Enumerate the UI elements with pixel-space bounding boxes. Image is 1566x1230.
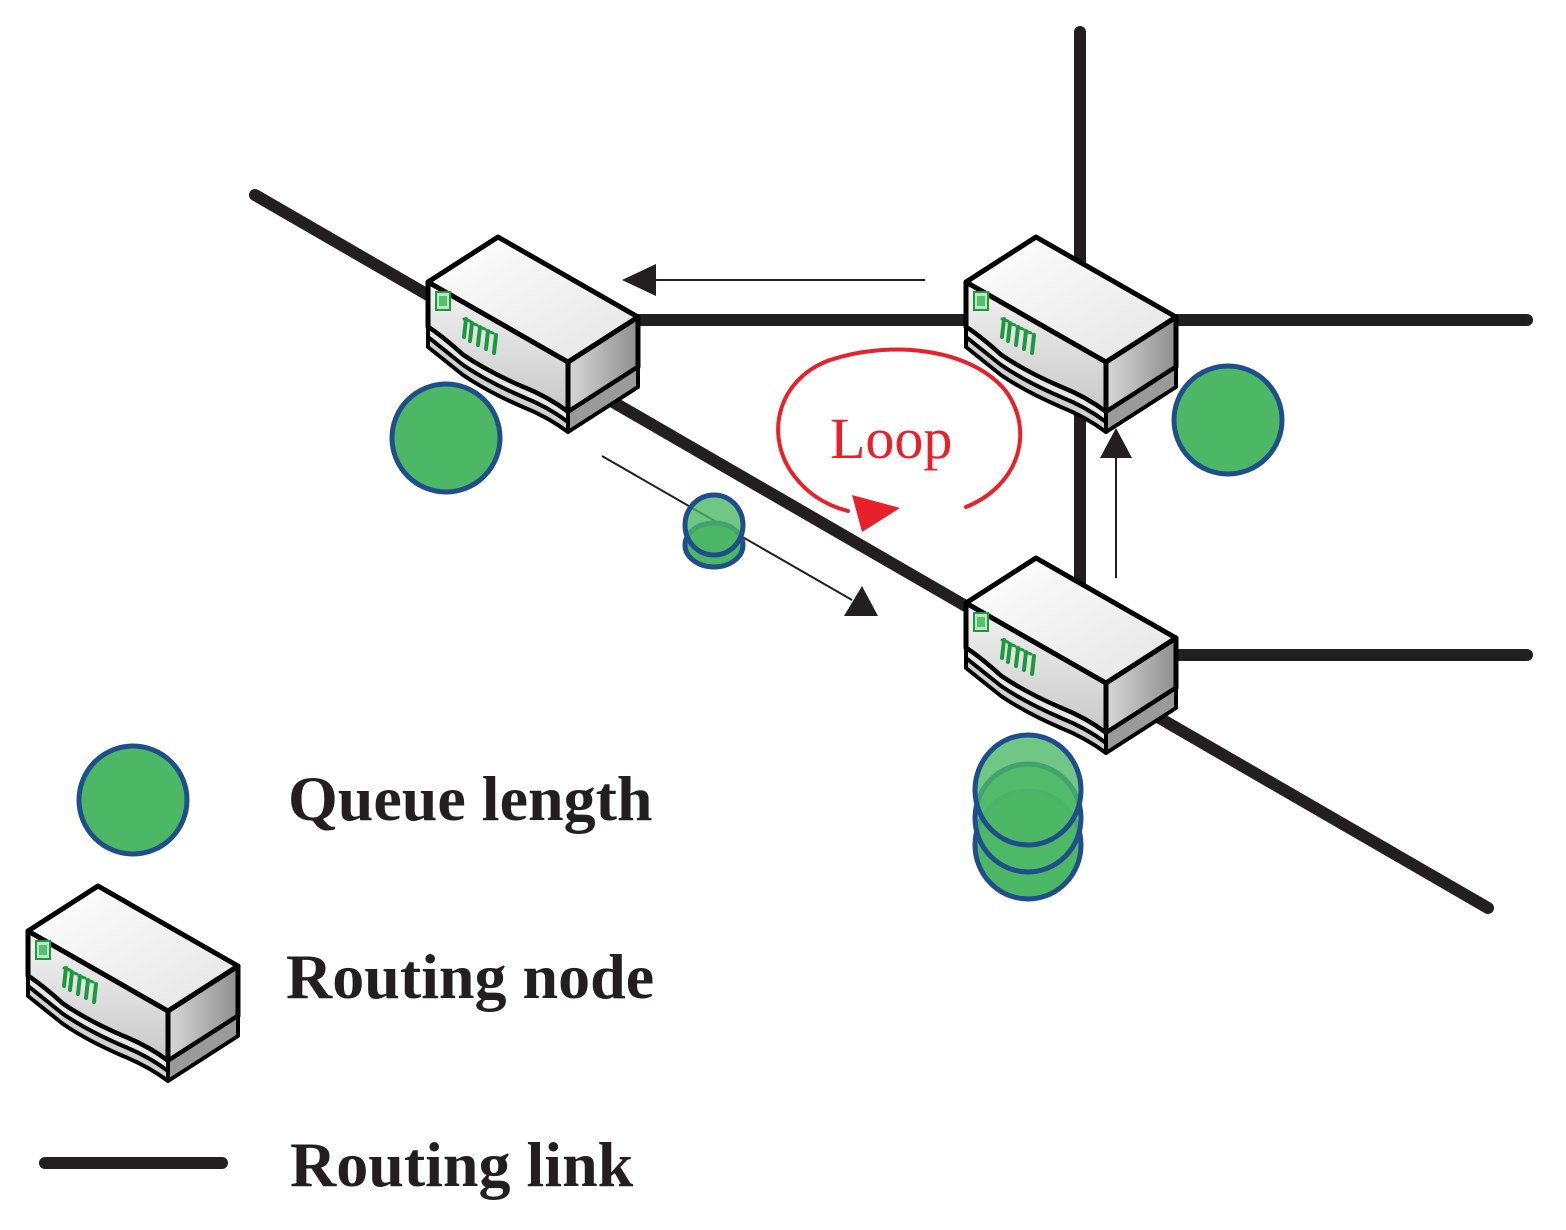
arrow-left-icon: [622, 264, 925, 296]
queue-stack-large: [972, 732, 1084, 902]
legend-routing-node-label: Routing node: [286, 941, 655, 1012]
queue-circle-icon: [389, 381, 503, 495]
loop-label: Loop: [830, 406, 953, 471]
legend: [28, 743, 238, 1169]
routing-node-bottom: [966, 558, 1176, 753]
loop-arrowhead-icon: [852, 495, 900, 532]
queue-stack-small: [682, 492, 746, 570]
legend-routing-link-label: Routing link: [290, 1129, 634, 1200]
legend-queue-icon: [76, 743, 190, 857]
arrow-up-icon: [1100, 428, 1132, 578]
legend-queue-length-label: Queue length: [288, 763, 653, 834]
queues: [389, 363, 1285, 902]
flow-arrows: [601, 264, 1132, 616]
legend-router-icon: [28, 886, 238, 1081]
loop-indicator: [776, 347, 1023, 532]
queue-circle-icon: [1171, 363, 1285, 477]
loop-curve: [776, 347, 1023, 513]
routing-node-top-right: [966, 237, 1176, 432]
